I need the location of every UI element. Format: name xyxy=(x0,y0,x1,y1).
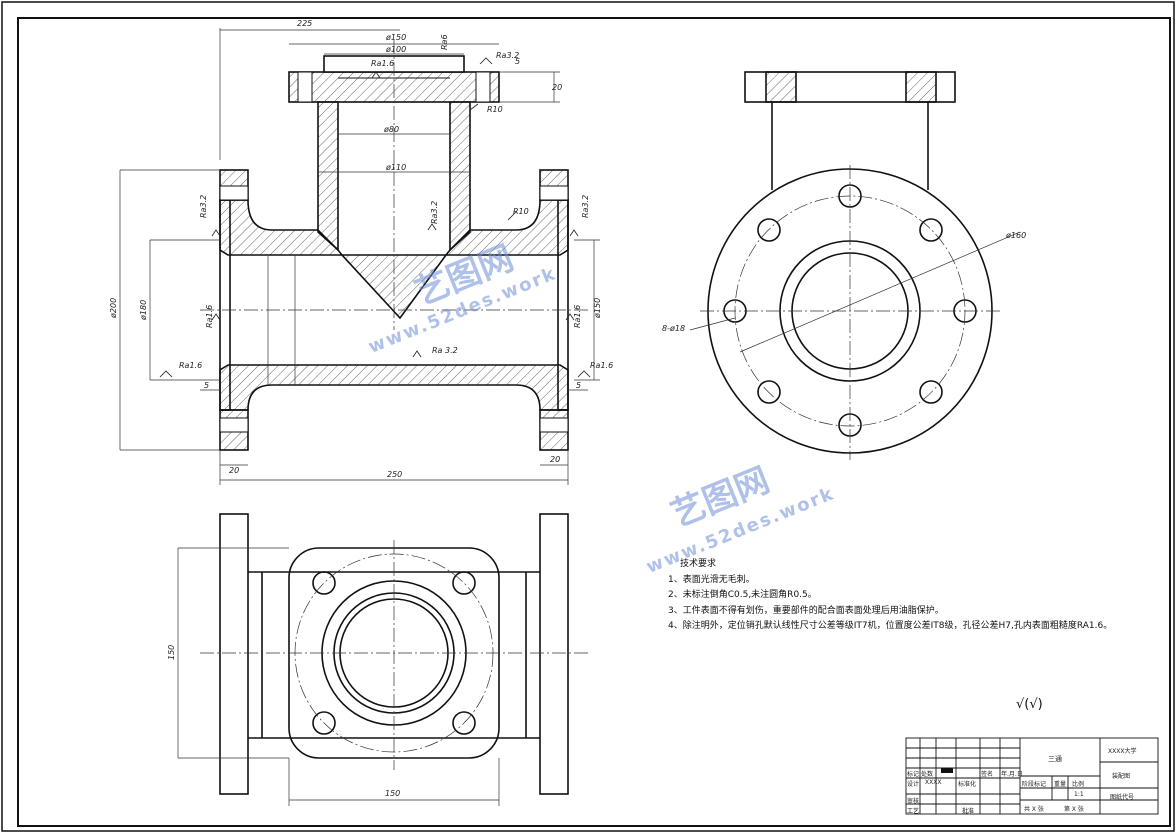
stage-label: 阶段标记 xyxy=(1022,781,1047,788)
dim-20-right: 20 xyxy=(550,455,560,464)
requirement-item: 3、工件表面不得有划伤，重要部件的配合面表面处理后用油脂保护。 xyxy=(668,605,944,616)
ra-left: Ra3.2 xyxy=(199,195,208,218)
sheet-number: 第 X 张 xyxy=(1064,806,1084,813)
requirement-item: 1、表面光滑无毛刺。 xyxy=(668,574,755,585)
ra-left-2: Ra1.6 xyxy=(205,305,214,328)
school-name: XXXX大学 xyxy=(1108,748,1137,755)
drawing-type: 装配图 xyxy=(1112,773,1131,780)
dim-5-left: 5 xyxy=(204,381,209,390)
dim-200: ø200 xyxy=(109,298,118,319)
ra-right: Ra3.2 xyxy=(581,195,590,218)
mark-label: 标记 xyxy=(907,771,920,778)
r-10: R10 xyxy=(487,105,503,114)
dim-80: ø80 xyxy=(383,125,399,134)
craft-label: 工艺 xyxy=(907,808,920,815)
scale-value: 1:1 xyxy=(1074,791,1084,798)
dim-5-top: 5 xyxy=(515,57,520,66)
dim-5-right: 5 xyxy=(576,381,581,390)
design-label: 设计 xyxy=(907,781,920,788)
code-label: 图纸代号 xyxy=(1110,794,1135,801)
count-label: 处数 xyxy=(921,771,934,778)
ra-6: Ra6 xyxy=(440,34,449,50)
std-label: 标准化 xyxy=(958,781,977,788)
dim-225: 225 xyxy=(297,19,312,28)
check-label: 审核 xyxy=(907,798,920,805)
ra-mid: Ra3.2 xyxy=(430,201,439,224)
sign-label: 签名 xyxy=(981,771,994,778)
dim-100: ø100 xyxy=(385,45,406,54)
sheet-count: 共 X 张 xyxy=(1024,806,1044,813)
dim-110: ø110 xyxy=(385,163,406,172)
ra-right-bottom: Ra1.6 xyxy=(590,361,613,370)
title-block xyxy=(905,737,1159,815)
dim-160: ø160 xyxy=(1005,231,1026,240)
dim-20-left: 20 xyxy=(229,466,239,475)
dim-holes: 8-ø18 xyxy=(662,324,685,333)
requirement-item: 2、未标注倒角C0.5,未注圆角R0.5。 xyxy=(668,590,817,600)
requirements-title: 技术要求 xyxy=(680,559,717,569)
scale-label: 比例 xyxy=(1072,781,1085,788)
approve-label: 批准 xyxy=(962,808,975,815)
dim-250: 250 xyxy=(387,470,402,479)
surface-note: √(√) xyxy=(1016,697,1043,712)
mass-label: 重量 xyxy=(1054,781,1067,788)
ra-center: Ra 3.2 xyxy=(432,346,458,355)
inner-border xyxy=(17,17,1171,827)
dim-180: ø180 xyxy=(139,300,148,321)
designer-name: XXXX xyxy=(925,779,942,786)
r-10-b: R10 xyxy=(513,207,529,216)
ra-left-bottom: Ra1.6 xyxy=(179,361,202,370)
ra-top-right: Ra3.2 xyxy=(496,51,519,60)
date-label: 年.月.日 xyxy=(1001,771,1023,778)
technical-requirements: 技术要求 1、表面光滑无毛刺。 2、未标注倒角C0.5,未注圆角R0.5。 3、… xyxy=(668,557,1168,635)
dim-150-horiz: 150 xyxy=(385,789,400,798)
requirement-item: 4、除注明外，定位销孔默认线性尺寸公差等级IT7机，位置度公差IT8级，孔径公差… xyxy=(668,621,1113,631)
part-name: 三通 xyxy=(1048,755,1062,763)
dim-20-top: 20 xyxy=(552,83,562,92)
dim-150-right: ø150 xyxy=(593,298,602,319)
ra-top: Ra1.6 xyxy=(371,59,394,68)
dim-150-vert: 150 xyxy=(167,645,176,660)
ra-right-2: Ra1.6 xyxy=(573,305,582,328)
dim-150: ø150 xyxy=(385,33,406,42)
